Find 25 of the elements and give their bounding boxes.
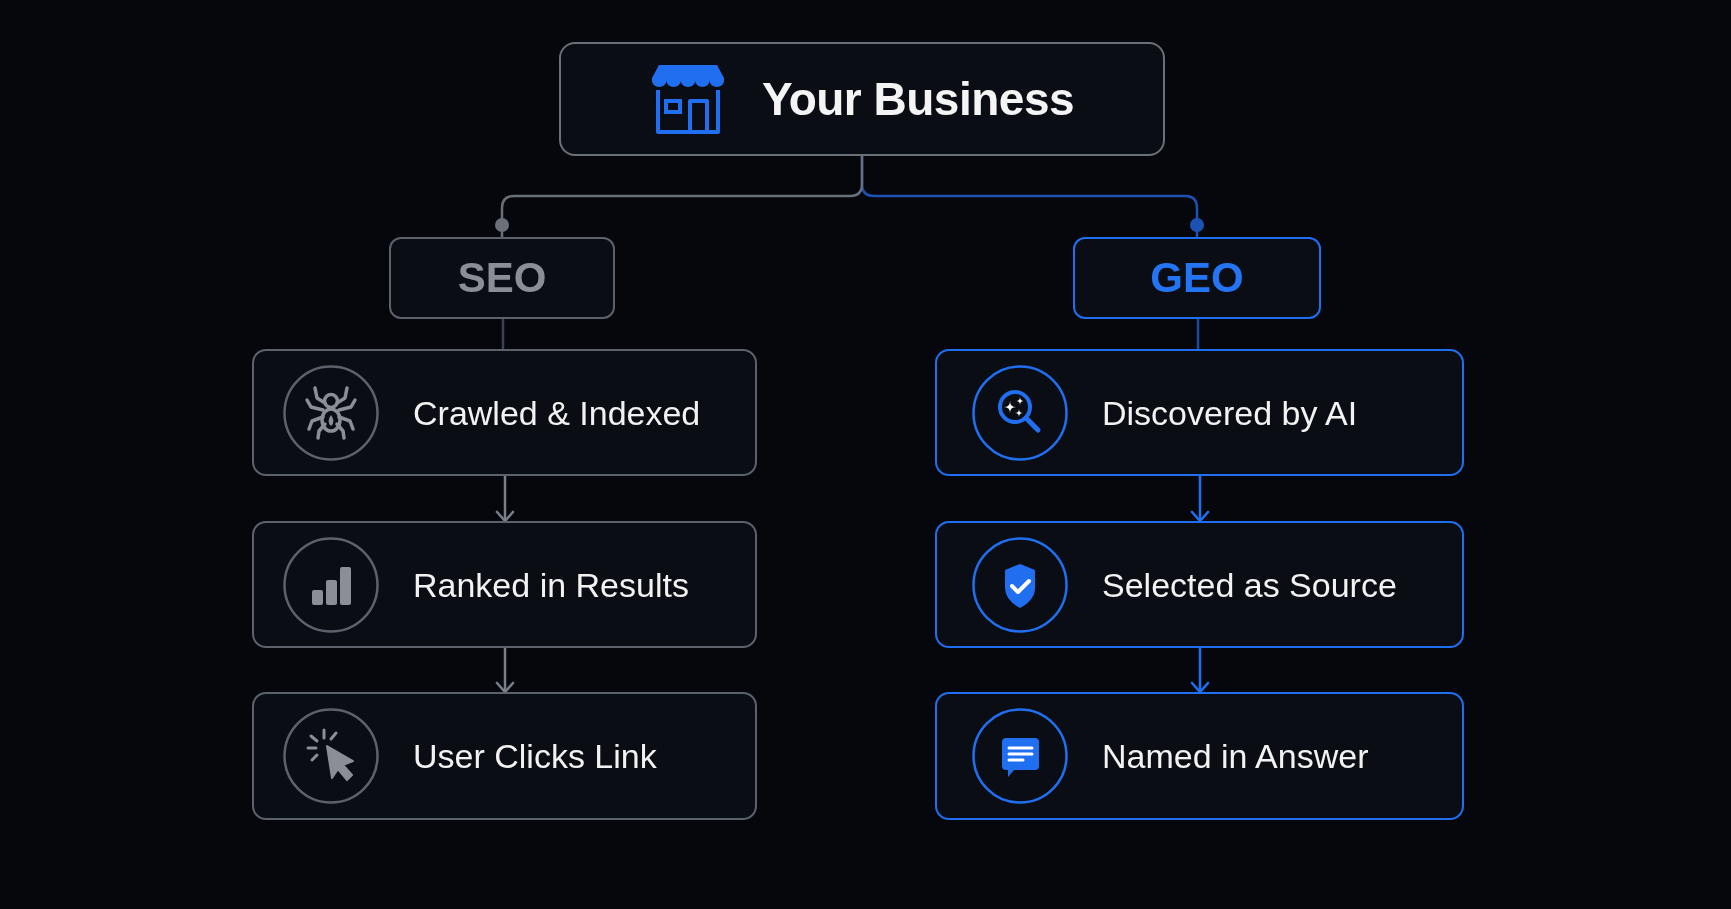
arrow — [495, 648, 515, 694]
arrow — [1190, 648, 1210, 694]
step-box — [252, 349, 757, 476]
arrow — [1190, 476, 1210, 523]
step-label: User Clicks Link — [413, 739, 657, 773]
step-box — [935, 692, 1464, 820]
connector-line — [1196, 319, 1200, 349]
connector-line — [501, 319, 505, 349]
step-label: Discovered by AI — [1102, 395, 1358, 430]
step-box — [252, 692, 757, 820]
step-box — [935, 349, 1464, 476]
step-label: Crawled & Indexed — [413, 395, 701, 430]
step-label: Named in Answer — [1102, 739, 1369, 773]
category-label: GEO — [1150, 257, 1244, 299]
step-box — [252, 521, 757, 648]
category-box — [389, 237, 615, 319]
category-box — [1073, 237, 1321, 319]
step-box — [935, 521, 1464, 648]
node-label: Your Business — [761, 76, 1075, 122]
title-box — [559, 42, 1165, 156]
dot-connector — [495, 156, 864, 237]
step-label: Ranked in Results — [413, 567, 689, 602]
step-label: Selected as Source — [1102, 567, 1397, 602]
arrow — [495, 476, 515, 523]
category-label: SEO — [457, 257, 547, 299]
